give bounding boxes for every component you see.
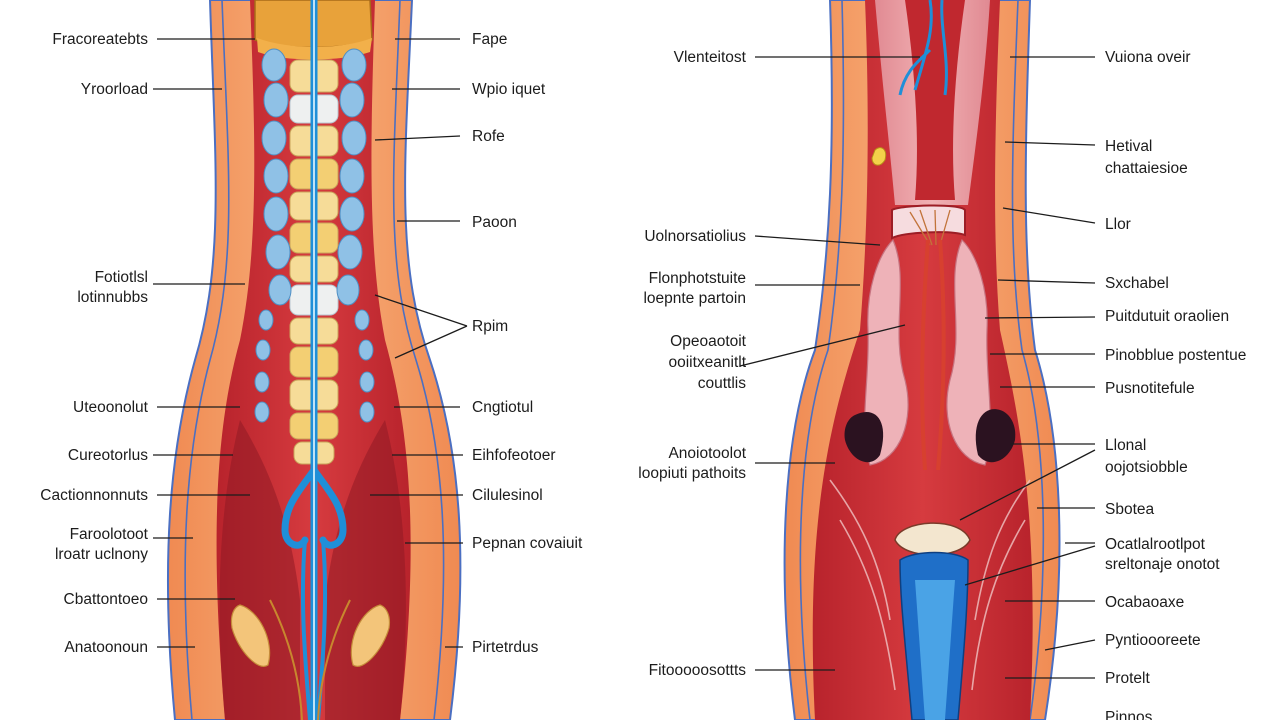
left-lower-ducts <box>269 599 351 720</box>
left-lower-gland-left <box>230 604 271 667</box>
label: Pepnan covaiuit <box>472 535 583 552</box>
right-dark-cavity-left <box>844 411 884 463</box>
label: Pinobblue postentue <box>1105 347 1246 364</box>
right-lower-muscle-fibers <box>829 479 1031 691</box>
left-nerve-chain-right <box>336 48 375 423</box>
label: Fitooooosottts <box>649 662 747 679</box>
label: Sxchabel <box>1105 275 1169 292</box>
right-diagram-leaders-right <box>959 56 1096 679</box>
label: Yroorload <box>81 81 148 98</box>
right-fascia-outline <box>799 0 1045 720</box>
right-central-red-vessel <box>920 239 946 471</box>
right-mucosal-folds-right <box>946 238 992 466</box>
label: Cureotorlus <box>68 447 148 464</box>
label: Pirtetrdus <box>472 639 539 656</box>
label: Cilulesinol <box>472 487 543 504</box>
label: Pusnotitefule <box>1105 380 1195 397</box>
label: Anatoonoun <box>64 639 148 656</box>
left-fascia-outline <box>184 0 445 720</box>
label: Rofe <box>472 128 505 145</box>
label: Pyntioooreete <box>1105 632 1201 649</box>
right-yellow-marker <box>871 147 887 166</box>
label: Rpim <box>472 318 508 335</box>
label: Cngtiotul <box>472 399 533 416</box>
label: Puitdutuit oraolien <box>1105 308 1229 325</box>
label: Vuiona oveir <box>1105 49 1191 66</box>
right-mucosal-folds-left <box>863 238 909 466</box>
label: Ocabaoaxe <box>1105 594 1184 611</box>
label: Cactionnonnuts <box>40 487 148 504</box>
right-dark-cavity-right <box>975 409 1016 463</box>
label: Protelt <box>1105 670 1150 687</box>
right-lower-canal-inner <box>915 580 955 720</box>
left-lower-gland-right <box>350 604 391 667</box>
right-valve-fibers <box>909 209 951 246</box>
right-diagram-leaders-left <box>739 56 920 671</box>
label: Paoon <box>472 214 517 231</box>
left-diagram-labels-right: Fape Wpio iquet Rofe Paoon Rpim Cngtiotu… <box>472 31 583 656</box>
right-upper-red-duct <box>905 0 965 200</box>
label: Wpio iquet <box>472 81 546 98</box>
left-diagram-leaders-left <box>153 38 255 648</box>
right-upper-blue-vessels <box>898 0 948 96</box>
label: Eihfofeotoer <box>472 447 556 464</box>
left-diagram-leaders-right <box>370 38 468 648</box>
label: Cbattontoeo <box>64 591 148 608</box>
right-diagram-labels-left: Vlenteitost Uolnorsatiolius Flonphotstui… <box>638 49 746 679</box>
right-anatomy-illustration <box>783 0 1061 720</box>
label: Vlenteitost <box>674 49 747 66</box>
right-lower-bulb-outline <box>894 522 971 556</box>
label: Uteoonolut <box>73 399 149 416</box>
label: Fracoreatebts <box>52 31 148 48</box>
label: Sbotea <box>1105 501 1155 518</box>
label: Llor <box>1105 216 1131 233</box>
label: Pinnos <box>1105 709 1153 720</box>
label: Fape <box>472 31 507 48</box>
left-nerve-chain-left <box>254 48 292 423</box>
label: Uolnorsatiolius <box>644 228 746 245</box>
left-anatomy-illustration <box>166 0 462 720</box>
